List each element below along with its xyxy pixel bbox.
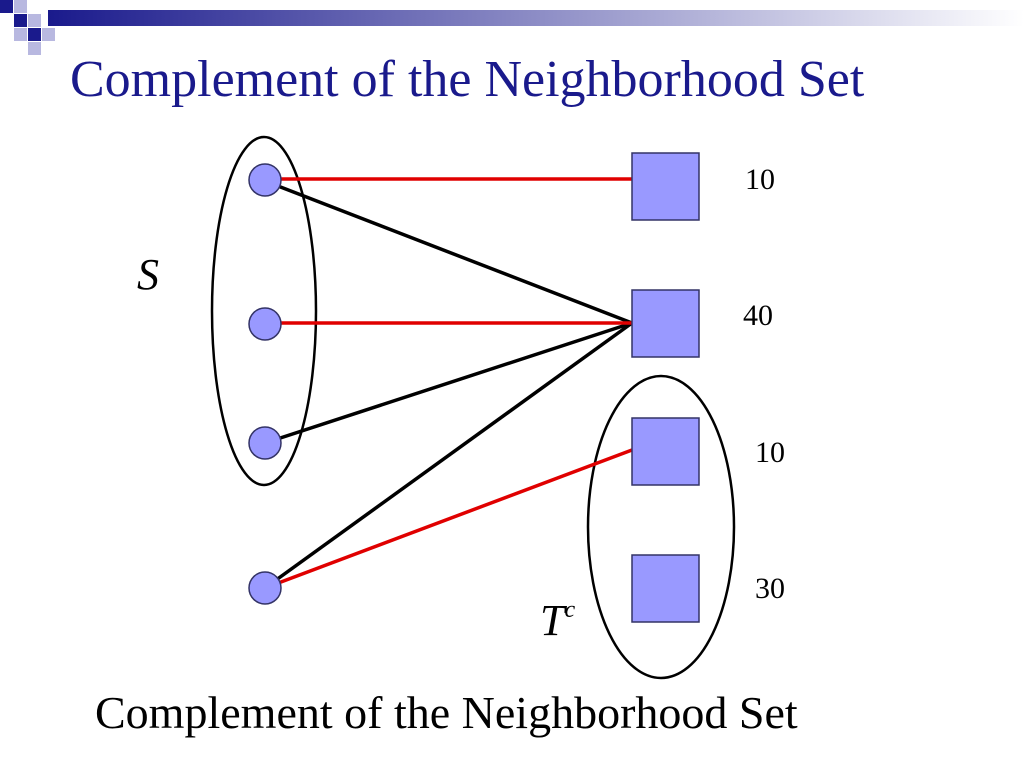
right-node bbox=[631, 417, 700, 486]
set-s-label: S bbox=[137, 250, 159, 299]
node-value-label: 10 bbox=[745, 163, 775, 196]
corner-square bbox=[14, 0, 27, 13]
slide-corner-decoration bbox=[0, 0, 1024, 55]
node-value-label: 10 bbox=[755, 436, 785, 469]
node-value-label: 30 bbox=[755, 572, 785, 605]
node-value-label: 40 bbox=[743, 299, 773, 332]
set-tc-label: Tc bbox=[540, 596, 575, 645]
left-node bbox=[248, 426, 282, 460]
header-gradient-bar bbox=[48, 10, 1024, 26]
corner-square bbox=[28, 28, 41, 41]
left-node bbox=[248, 571, 282, 605]
edge bbox=[263, 321, 634, 590]
corner-square bbox=[0, 0, 13, 13]
corner-square bbox=[14, 28, 27, 41]
edge bbox=[264, 179, 633, 325]
left-node bbox=[248, 163, 282, 197]
slide-title: Complement of the Neighborhood Set bbox=[70, 51, 865, 108]
corner-square bbox=[28, 14, 41, 27]
corner-square bbox=[28, 42, 41, 55]
set-tc-superscript: c bbox=[564, 597, 575, 623]
right-node bbox=[631, 152, 700, 221]
set-s-ellipse bbox=[210, 135, 318, 487]
edge bbox=[264, 321, 633, 445]
corner-square bbox=[14, 14, 27, 27]
matched-edge bbox=[264, 448, 633, 590]
right-node bbox=[631, 289, 700, 358]
right-node bbox=[631, 554, 700, 623]
left-node bbox=[248, 307, 282, 341]
set-tc-ellipse bbox=[586, 374, 736, 680]
slide-caption: Complement of the Neighborhood Set bbox=[95, 687, 798, 738]
corner-square bbox=[42, 28, 55, 41]
set-tc-base: T bbox=[540, 596, 568, 645]
